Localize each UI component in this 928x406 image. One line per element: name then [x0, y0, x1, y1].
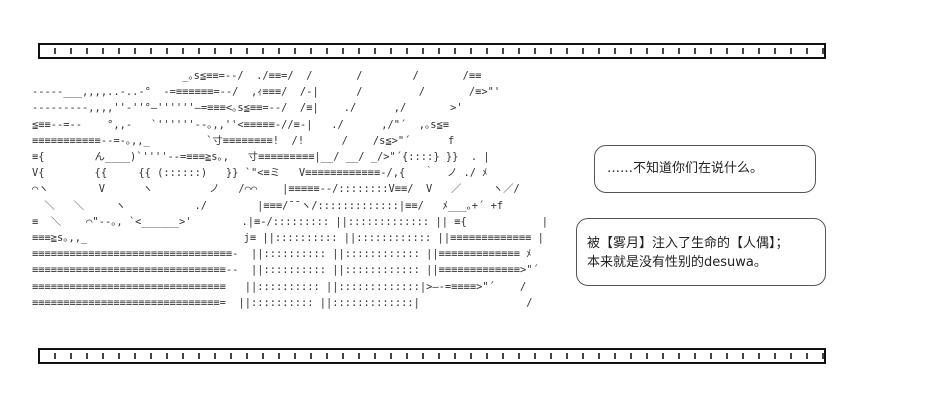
- film-strip-border-top: [38, 43, 826, 59]
- art-line: ≡≡≡≡≡≡≡≡≡≡≡≡≡≡≡≡≡≡≡≡≡≡≡≡≡≡≡≡≡≡≡ ||::::::…: [32, 280, 527, 293]
- art-line: ≡≡≡≡≡≡≡≡≡≡≡--=-｡,,_ `寸≡≡≡≡≡≡≡≡! /! / /s≦…: [32, 134, 455, 147]
- art-line: ≡≡≡≡≡≡≡≡≡≡≡≡≡≡≡≡≡≡≡≡≡≡≡≡≡≡≡≡≡≡≡≡- ||::::…: [32, 248, 532, 261]
- art-line: ≡{ ん____)`''''--=≡≡≡≧s｡, 寸≡≡≡≡≡≡≡≡≡|__/ …: [32, 151, 490, 164]
- speech-bubble-2: 被【雾月】注入了生命的【人偶】； 本来就是没有性别的desuwa。: [576, 218, 826, 286]
- speech-line: 被【雾月】注入了生命的【人偶】；: [587, 236, 789, 251]
- art-line: -----___,,,,..-..-° -=≡≡≡≡≡≡=--/ ,ｨ≡≡≡/ …: [32, 86, 501, 99]
- film-strip-border-bottom: [38, 348, 826, 364]
- art-line: ≦≡≡--=-- °,,- `''''''--｡,,''<≡≡≡≡≡-//≡-|…: [32, 118, 450, 131]
- art-line: ≡≡≡≡≡≡≡≡≡≡≡≡≡≡≡≡≡≡≡≡≡≡≡≡≡≡≡≡≡≡= ||::::::…: [32, 296, 533, 309]
- speech-line: ……不知道你们在说什么。: [607, 161, 764, 176]
- speech-text: 被【雾月】注入了生命的【人偶】； 本来就是没有性别的desuwa。: [587, 234, 789, 272]
- art-line: _｡s≦≡≡=--/ ./≡≡=/ / / / /≡≡: [32, 70, 482, 82]
- art-line: ≡≡≡≧s｡,,_ j≡ ||:::::::::: ||::::::::::::…: [32, 232, 544, 245]
- art-line: ≡ ＼ ⌒"--｡, `<______>' .|≡-/::::::::: ||:…: [32, 215, 549, 228]
- art-line: ＼ ＼ ヽ ./ |≡≡≡/¯¯ヽ/:::::::::::::|≡≡/ ﾒ___…: [32, 199, 504, 212]
- art-line: V{ {{ {{ (::::::) }} `"<≡ミ V≡≡≡≡≡≡≡≡≡≡≡≡…: [32, 167, 488, 180]
- speech-line: 本来就是没有性别的desuwa。: [587, 255, 767, 270]
- speech-text: ……不知道你们在说什么。: [607, 159, 763, 178]
- art-line: ---------,,,,''-''°—''''''—=≡≡≡<｡s≦≡≡=--…: [32, 102, 463, 115]
- ascii-art: _｡s≦≡≡=--/ ./≡≡=/ / / / /≡≡ -----___,,,,…: [32, 68, 548, 311]
- art-line: ⌒ヽ V ヽ ノ /⌒⌒ |≡≡≡≡≡--/::::::::V≡≡/ V ／ ヽ…: [32, 183, 520, 196]
- art-line: ≡≡≡≡≡≡≡≡≡≡≡≡≡≡≡≡≡≡≡≡≡≡≡≡≡≡≡≡≡≡≡-- ||::::…: [32, 264, 539, 277]
- speech-bubble-1: ……不知道你们在说什么。: [594, 145, 816, 193]
